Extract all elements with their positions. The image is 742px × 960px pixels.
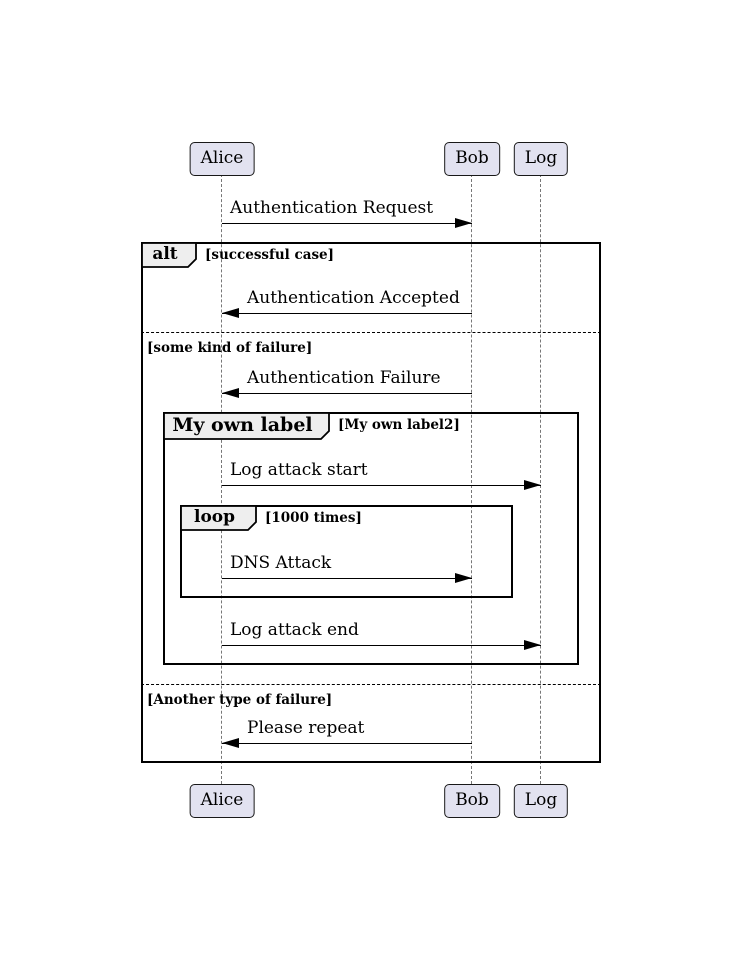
alt-divider bbox=[141, 684, 601, 685]
message-arrowhead bbox=[524, 480, 541, 491]
frame-operator-label: alt bbox=[152, 244, 178, 264]
message-line bbox=[222, 743, 472, 744]
message-line bbox=[222, 645, 541, 646]
message-line bbox=[222, 313, 472, 314]
frame-alt bbox=[141, 242, 601, 763]
alt-divider-guard: [Another type of failure] bbox=[147, 692, 333, 708]
frame-group bbox=[163, 412, 579, 665]
participant-box-bob-top: Bob bbox=[444, 142, 500, 176]
participant-box-alice-top: Alice bbox=[189, 142, 255, 176]
message-arrowhead bbox=[524, 640, 541, 651]
participant-box-alice-bottom: Alice bbox=[189, 784, 255, 818]
lifeline-log bbox=[540, 174, 541, 784]
alt-divider-guard: [some kind of failure] bbox=[147, 340, 313, 356]
message-arrowhead bbox=[222, 308, 239, 319]
message-arrowhead bbox=[455, 573, 472, 584]
message-arrowhead bbox=[222, 738, 239, 749]
message-line bbox=[222, 393, 472, 394]
frame-operator-pentagon bbox=[141, 242, 197, 268]
message-arrowhead bbox=[222, 388, 239, 399]
message-label: Please repeat bbox=[247, 718, 365, 738]
lifeline-alice bbox=[221, 174, 222, 784]
frame-operator-label: loop bbox=[193, 507, 236, 527]
message-label: Authentication Request bbox=[230, 198, 434, 218]
participant-box-bob-bottom: Bob bbox=[444, 784, 500, 818]
frame-guard-label: [My own label2] bbox=[338, 417, 460, 433]
participant-box-log-top: Log bbox=[513, 142, 569, 176]
message-line bbox=[222, 485, 541, 486]
message-line bbox=[222, 223, 472, 224]
message-label: Authentication Failure bbox=[247, 368, 441, 388]
frame-operator-label: My own label bbox=[172, 414, 313, 436]
message-label: DNS Attack bbox=[230, 553, 332, 573]
message-label: Log attack end bbox=[230, 620, 359, 640]
frame-operator-pentagon bbox=[180, 505, 257, 531]
alt-divider bbox=[141, 332, 601, 333]
frame-guard-label: [1000 times] bbox=[265, 510, 362, 526]
message-label: Authentication Accepted bbox=[247, 288, 460, 308]
frame-operator-pentagon bbox=[163, 412, 330, 440]
message-line bbox=[222, 578, 472, 579]
message-arrowhead bbox=[455, 218, 472, 229]
frame-loop bbox=[180, 505, 513, 598]
message-label: Log attack start bbox=[230, 460, 368, 480]
lifeline-bob bbox=[471, 174, 472, 784]
frame-guard-label: [successful case] bbox=[205, 247, 335, 263]
participant-box-log-bottom: Log bbox=[513, 784, 569, 818]
